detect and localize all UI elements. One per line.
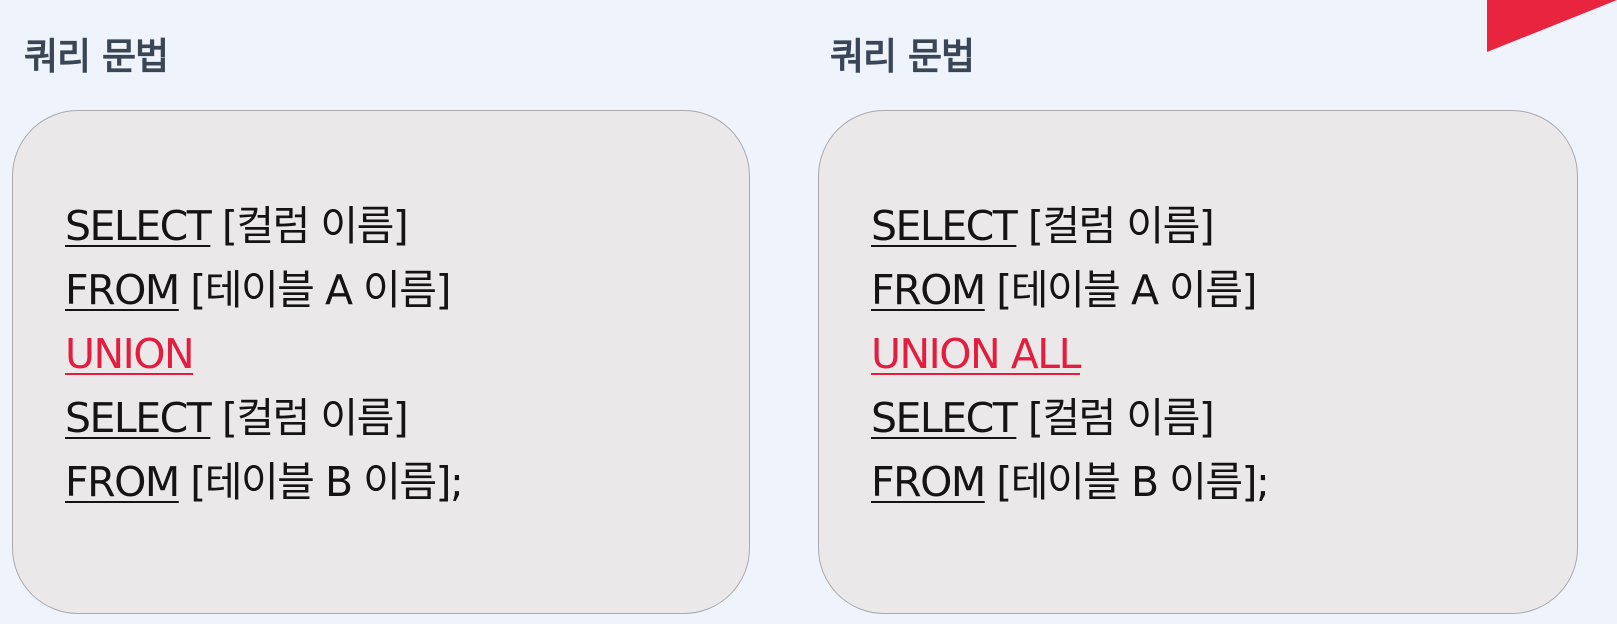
code-argument: [테이블 B 이름]; xyxy=(178,458,464,506)
corner-flag-decoration xyxy=(1487,0,1617,52)
keyword-from: FROM xyxy=(871,266,986,314)
code-argument: [컬럼 이름] xyxy=(1016,394,1215,442)
code-box-union-all: SELECT [컬럼 이름] FROM [테이블 A 이름] UNION ALL… xyxy=(818,110,1578,614)
code-argument: [컬럼 이름] xyxy=(1016,202,1215,250)
keyword-select: SELECT xyxy=(65,202,212,250)
code-line-select-2: SELECT [컬럼 이름] xyxy=(65,394,462,458)
panel-heading-union: 쿼리 문법 xyxy=(24,35,169,78)
keyword-union-all: UNION ALL xyxy=(871,330,1081,378)
keyword-union: UNION xyxy=(65,330,195,378)
keyword-from: FROM xyxy=(65,266,180,314)
code-line-union-all: UNION ALL xyxy=(871,330,1268,394)
code-lines-union-all: SELECT [컬럼 이름] FROM [테이블 A 이름] UNION ALL… xyxy=(871,202,1270,522)
code-line-select-1: SELECT [컬럼 이름] xyxy=(871,202,1268,266)
code-argument: [컬럼 이름] xyxy=(210,202,409,250)
panel-heading-union-all: 쿼리 문법 xyxy=(830,35,975,78)
keyword-from: FROM xyxy=(871,458,986,506)
code-argument: [테이블 A 이름] xyxy=(178,266,451,314)
code-box-union: SELECT [컬럼 이름] FROM [테이블 A 이름] UNION SEL… xyxy=(12,110,750,614)
keyword-select: SELECT xyxy=(871,202,1018,250)
code-lines-union: SELECT [컬럼 이름] FROM [테이블 A 이름] UNION SEL… xyxy=(65,202,464,522)
keyword-from: FROM xyxy=(65,458,180,506)
code-line-select-2: SELECT [컬럼 이름] xyxy=(871,394,1268,458)
code-line-from-b: FROM [테이블 B 이름]; xyxy=(871,458,1270,522)
code-line-select-1: SELECT [컬럼 이름] xyxy=(65,202,462,266)
keyword-select: SELECT xyxy=(871,394,1018,442)
code-argument: [컬럼 이름] xyxy=(210,394,409,442)
keyword-select: SELECT xyxy=(65,394,212,442)
code-argument: [테이블 B 이름]; xyxy=(984,458,1270,506)
code-argument: [테이블 A 이름] xyxy=(984,266,1257,314)
code-line-from-a: FROM [테이블 A 이름] xyxy=(65,266,462,330)
code-line-union: UNION xyxy=(65,330,462,394)
code-line-from-a: FROM [테이블 A 이름] xyxy=(871,266,1268,330)
code-line-from-b: FROM [테이블 B 이름]; xyxy=(65,458,464,522)
